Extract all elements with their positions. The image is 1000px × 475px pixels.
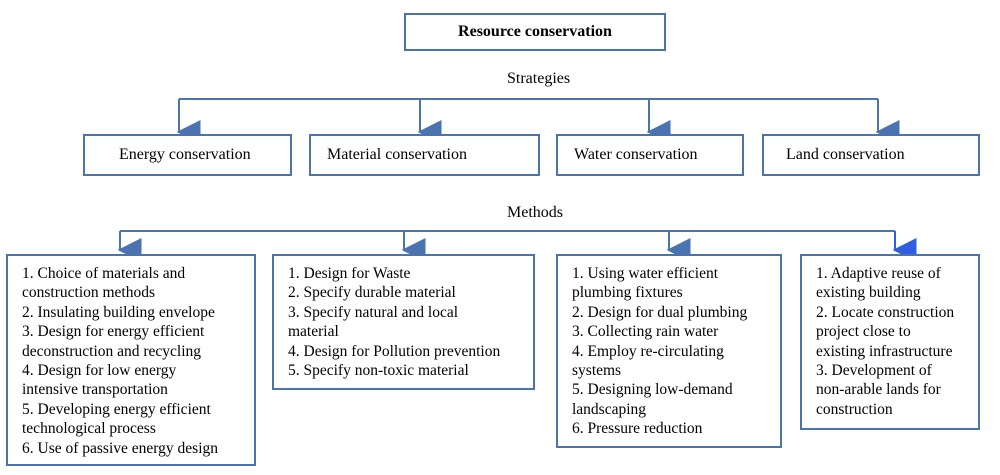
list-item: deconstruction and recycling xyxy=(22,342,202,360)
methods-label: Methods xyxy=(507,204,563,221)
list-item: 2. Locate construction xyxy=(816,303,955,321)
strategy-land-box: Land conservation xyxy=(762,134,980,176)
list-item: existing building xyxy=(816,284,921,302)
list-item: 2. Design for dual plumbing xyxy=(572,303,748,321)
title-box: Resource conservation xyxy=(404,13,666,51)
list-item: construction methods xyxy=(22,284,156,302)
methods-land-box: 1. Adaptive reuse of existing building 2… xyxy=(800,254,980,430)
list-item: non-arable lands for xyxy=(816,381,941,399)
list-item: technological process xyxy=(22,420,156,438)
strategy-energy-box: Energy conservation xyxy=(83,134,292,176)
strategies-label: Strategies xyxy=(507,70,571,87)
list-item: systems xyxy=(572,362,622,380)
strategy-material-label: Material conservation xyxy=(327,146,467,163)
list-item: 4. Employ re-circulating xyxy=(572,342,724,360)
list-item: 4. Design for Pollution prevention xyxy=(288,342,501,360)
list-item: 1. Choice of materials and xyxy=(22,265,186,282)
list-item: 5. Designing low-demand xyxy=(572,381,733,399)
list-item: plumbing fixtures xyxy=(572,284,683,302)
list-item: 5. Developing energy efficient xyxy=(22,400,211,418)
strategy-water-label: Water conservation xyxy=(574,146,698,163)
strategy-water-box: Water conservation xyxy=(556,134,744,176)
list-item: 4. Design for low energy xyxy=(22,362,177,380)
list-item: existing infrastructure xyxy=(816,342,953,360)
list-item: 2. Specify durable material xyxy=(288,284,456,302)
list-item: 6. Pressure reduction xyxy=(572,420,703,438)
title-text: Resource conservation xyxy=(458,23,612,40)
methods-water-box: 1. Using water efficient plumbing fixtur… xyxy=(556,254,782,448)
list-item: 1. Using water efficient xyxy=(572,265,719,282)
list-item: 3. Design for energy efficient xyxy=(22,323,205,341)
list-item: project close to xyxy=(816,323,911,341)
strategy-land-label: Land conservation xyxy=(786,146,905,163)
list-item: 1. Design for Waste xyxy=(288,265,411,282)
list-item: material xyxy=(288,323,339,341)
strategy-energy-label: Energy conservation xyxy=(119,146,251,163)
list-item: 3. Specify natural and local xyxy=(288,303,459,321)
list-item: landscaping xyxy=(572,400,647,418)
list-item: 5. Specify non-toxic material xyxy=(288,362,469,380)
list-item: 1. Adaptive reuse of xyxy=(816,265,941,282)
list-item: construction xyxy=(816,400,893,418)
methods-energy-box: 1. Choice of materials and construction … xyxy=(6,254,256,466)
methods-material-box: 1. Design for Waste 2. Specify durable m… xyxy=(272,254,535,390)
list-item: 3. Development of xyxy=(816,362,932,380)
list-item: intensive transportation xyxy=(22,381,168,399)
list-item: 2. Insulating building envelope xyxy=(22,303,215,321)
list-item: 3. Collecting rain water xyxy=(572,323,719,341)
strategy-material-box: Material conservation xyxy=(309,134,540,176)
list-item: 6. Use of passive energy design xyxy=(22,439,219,457)
